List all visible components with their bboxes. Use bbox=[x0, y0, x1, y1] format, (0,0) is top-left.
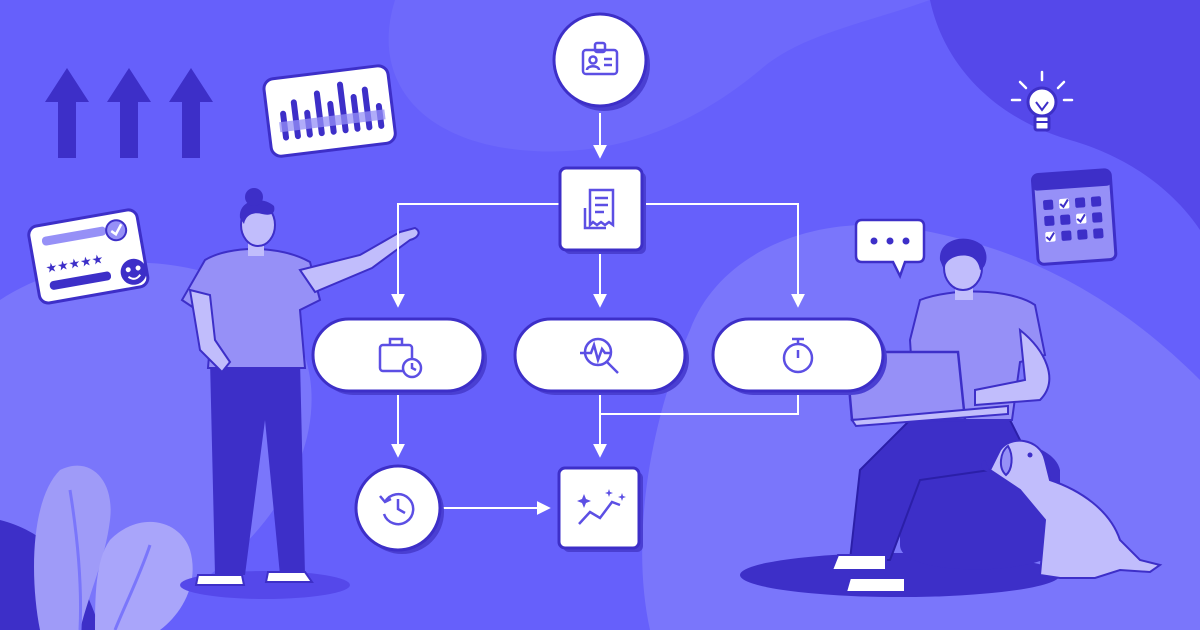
node-stopwatch bbox=[711, 317, 887, 395]
receipt-document-icon bbox=[583, 188, 615, 230]
magnifier-pulse-icon bbox=[580, 337, 619, 374]
history-clock-icon bbox=[379, 492, 415, 526]
flow-connectors bbox=[391, 113, 805, 515]
rating-card-icon: ★★★★★ bbox=[27, 208, 150, 305]
plant-leaves-icon bbox=[0, 465, 193, 630]
node-timesheet bbox=[311, 317, 487, 395]
edge-document-timesheet bbox=[391, 203, 560, 308]
trend-sparkle-icon bbox=[577, 489, 626, 525]
growth-arrows-icon bbox=[45, 68, 213, 158]
background-blob-right bbox=[930, 0, 1200, 230]
lightbulb-icon bbox=[1010, 70, 1074, 132]
node-history bbox=[354, 464, 444, 554]
briefcase-clock-icon bbox=[378, 337, 423, 379]
id-badge-icon bbox=[581, 41, 619, 76]
node-document bbox=[558, 166, 646, 254]
node-identity bbox=[552, 12, 650, 111]
node-analysis bbox=[513, 317, 689, 395]
standing-woman-figure bbox=[180, 188, 420, 599]
edge-stopwatch-insights bbox=[600, 392, 799, 415]
dog-figure bbox=[981, 439, 1163, 579]
bar-chart-card-icon bbox=[262, 64, 397, 158]
edge-document-stopwatch bbox=[640, 203, 805, 308]
node-insights bbox=[557, 466, 643, 552]
speech-bubble-icon bbox=[854, 218, 926, 280]
stopwatch-icon bbox=[782, 337, 814, 374]
seated-man-figure bbox=[740, 238, 1060, 597]
calendar-icon bbox=[1031, 168, 1118, 266]
background-blob-top bbox=[388, 0, 930, 152]
